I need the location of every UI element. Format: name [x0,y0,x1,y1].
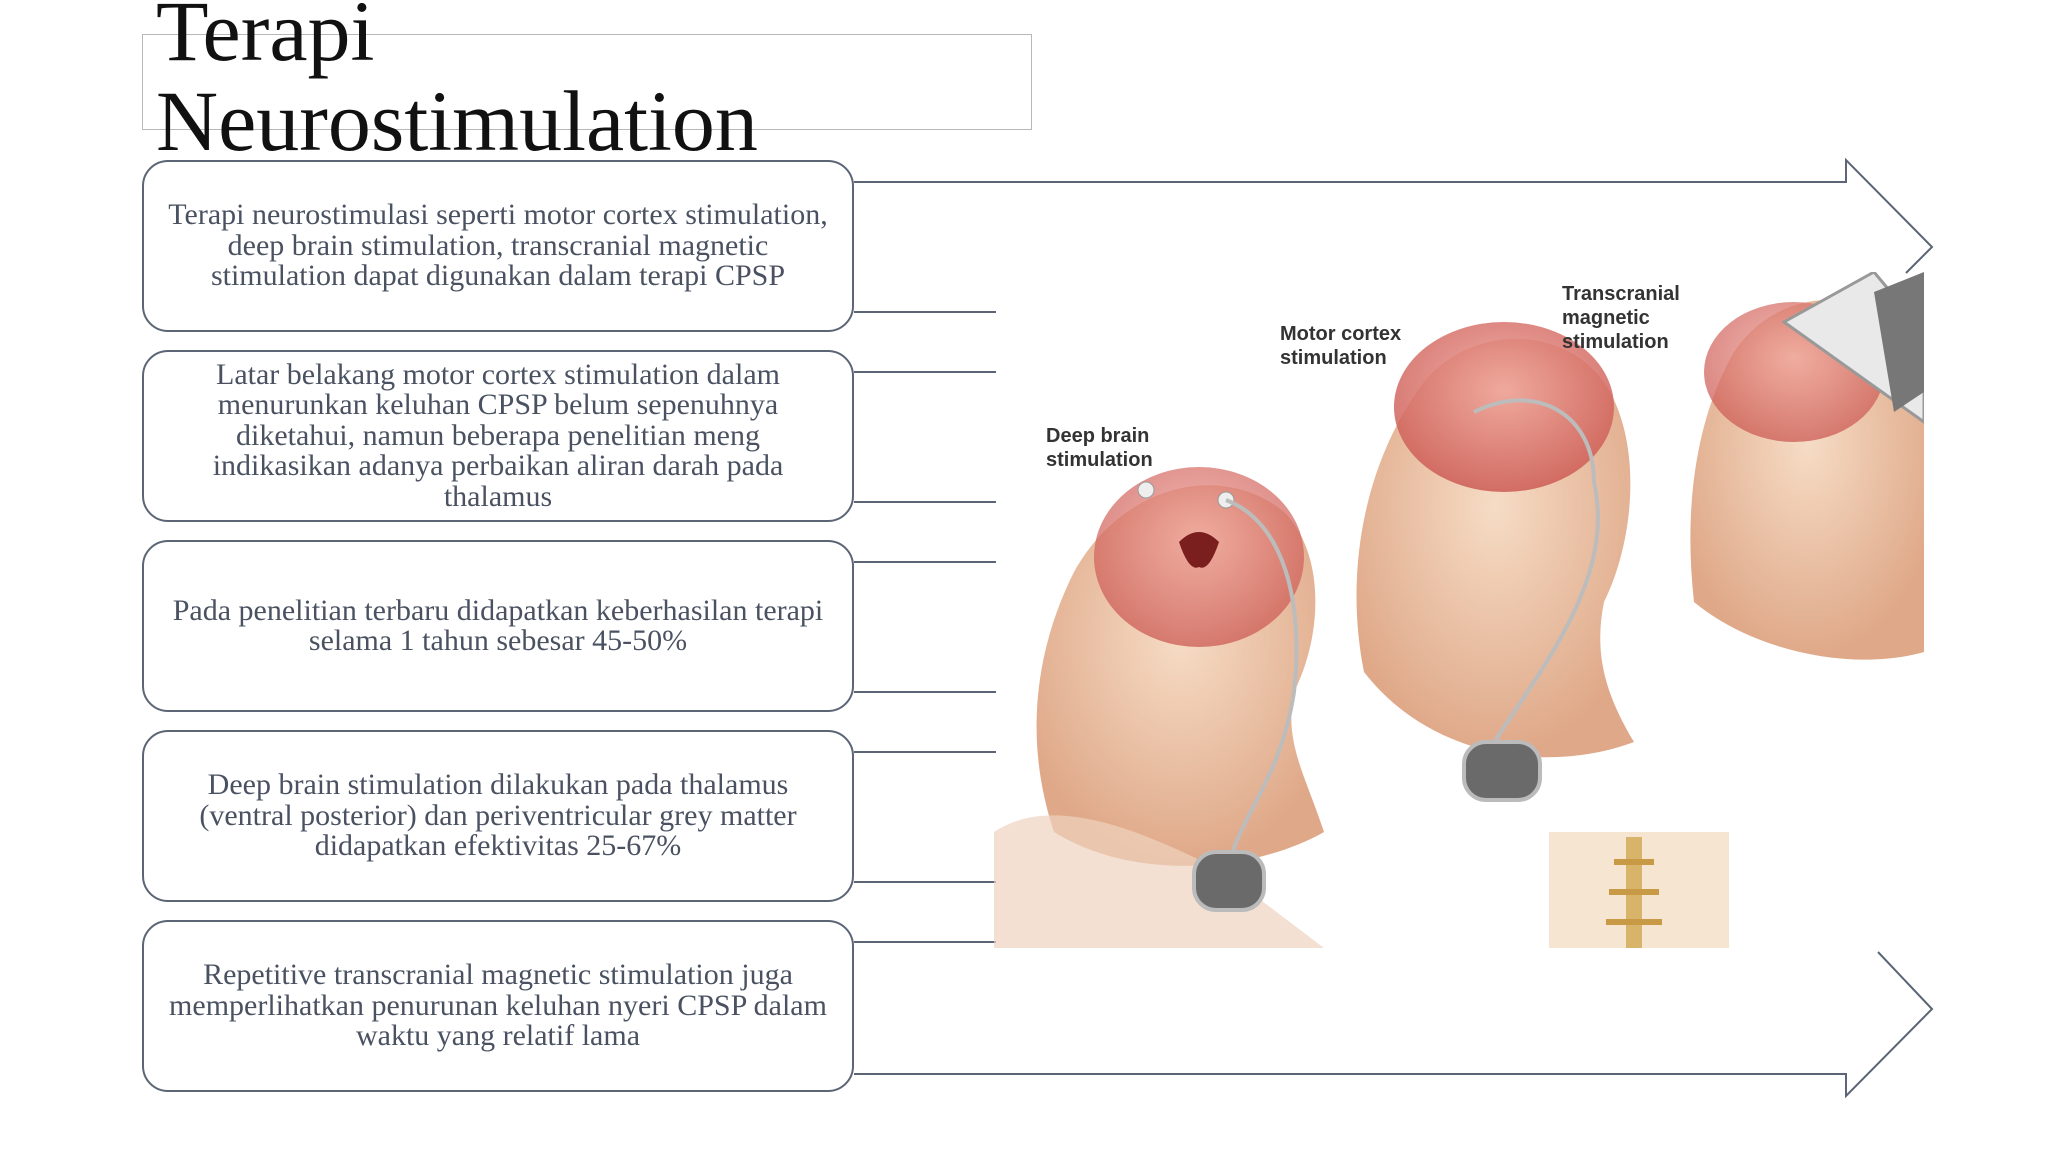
head-transcranial [1690,272,1924,660]
head-motor-cortex [1356,322,1634,802]
spine-inset [1549,832,1729,948]
label-transcranial: Transcranial magnetic stimulation [1562,283,1685,353]
content-box-2: Latar belakang motor cortex stimulation … [142,350,854,522]
top-arrow-outline [854,157,1934,274]
content-box-4-text: Deep brain stimulation dilakukan pada th… [199,768,797,863]
content-box-3-text: Pada penelitian terbaru didapatkan keber… [172,593,824,657]
content-box-4: Deep brain stimulation dilakukan pada th… [142,730,854,902]
slide-title-line-2: Neurostimulation [156,73,758,169]
title-placeholder-frame [142,34,1032,130]
slide-title-line-1: Terapi [156,0,375,79]
content-box-5: Repetitive transcranial magnetic stimula… [142,920,854,1092]
label-deep-brain: Deep brain stimulation [1046,425,1155,471]
content-box-1: Terapi neurostimulasi seperti motor cort… [142,160,854,332]
slide-title: Terapi Neurostimulation [156,0,1056,166]
illustration-labels: Deep brain stimulation Motor cortex stim… [1046,283,1685,471]
content-box-2-text: Latar belakang motor cortex stimulation … [212,357,784,513]
head-deep-brain [994,467,1324,948]
bottom-arrow-outline [854,951,1934,1099]
neurostimulation-illustration: Deep brain stimulation Motor cortex stim… [994,272,1924,948]
label-motor-cortex: Motor cortex stimulation [1280,323,1407,369]
content-box-5-text: Repetitive transcranial magnetic stimula… [169,958,827,1053]
content-box-1-text: Terapi neurostimulasi seperti motor cort… [168,198,828,293]
content-box-3: Pada penelitian terbaru didapatkan keber… [142,540,854,712]
